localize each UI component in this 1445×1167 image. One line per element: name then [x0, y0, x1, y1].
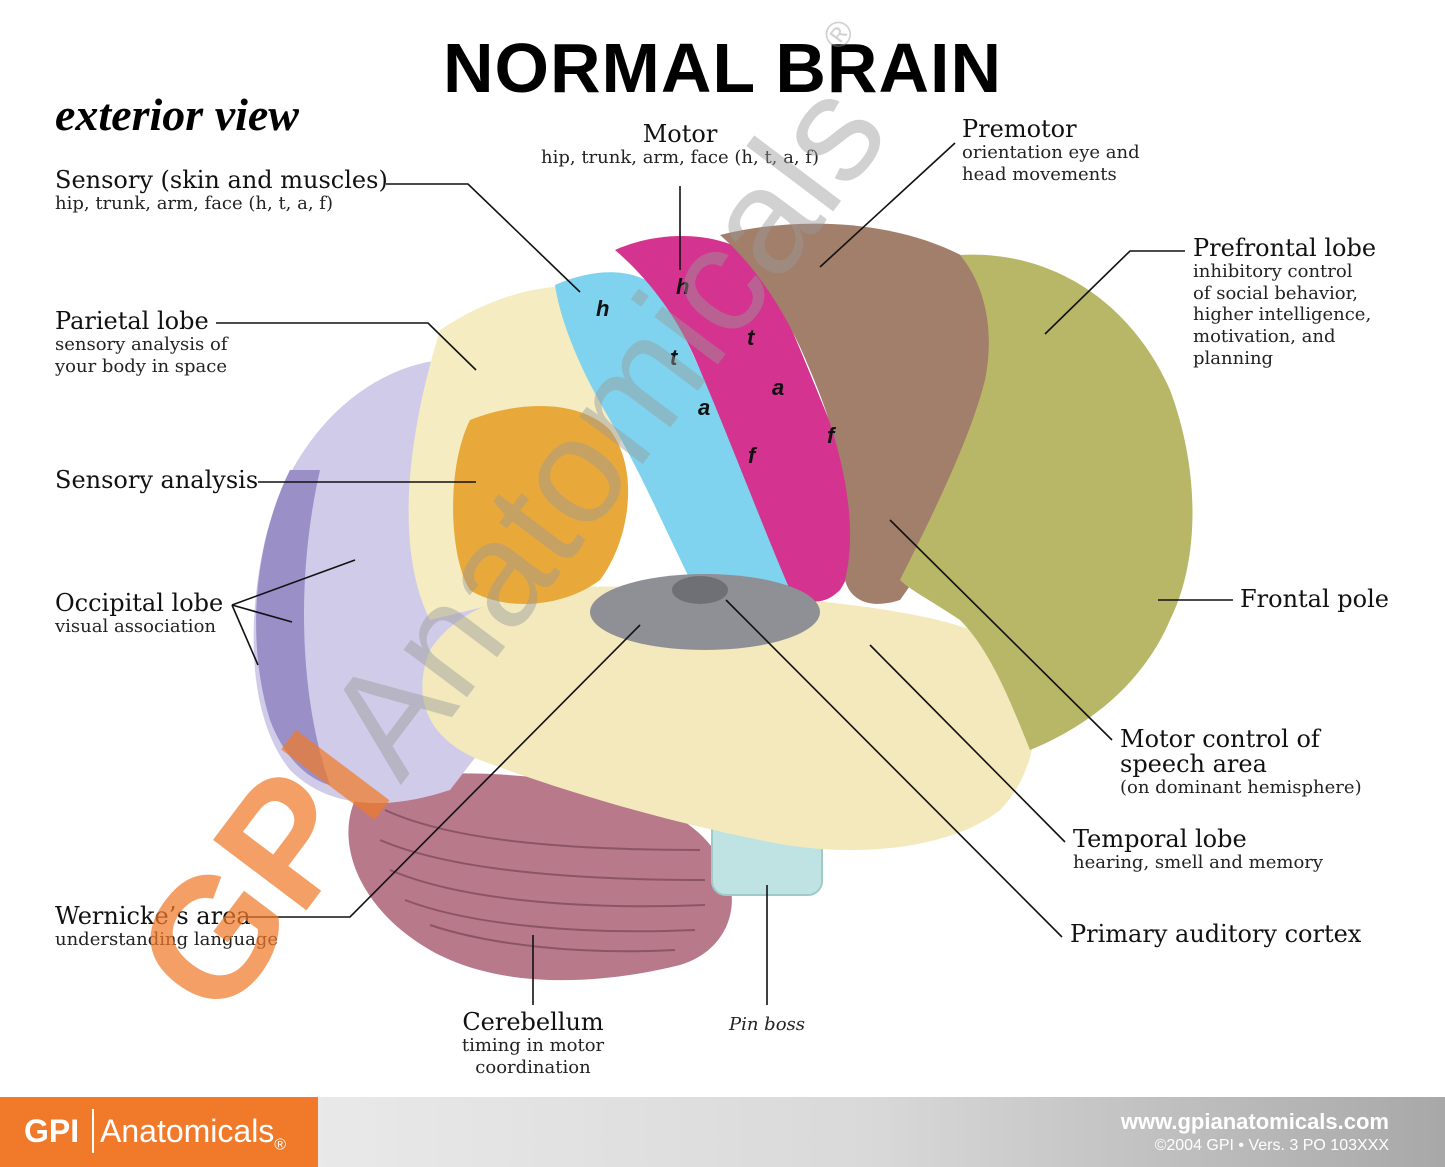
label-premotor-desc1: orientation eye and: [962, 142, 1140, 164]
footer-logo-gpi: GPI: [24, 1113, 80, 1149]
label-prefrontal-desc2: of social behavior,: [1193, 282, 1358, 304]
leader-occipital-a: [231, 559, 356, 606]
leader-wernicke: [248, 624, 641, 918]
label-premotor-title: Premotor: [962, 115, 1077, 143]
label-premotor: Premotor orientation eye and head moveme…: [962, 115, 1140, 185]
label-cerebellum: Cerebellum timing in motor coordination: [433, 1008, 633, 1078]
label-occipital-title: Occipital lobe: [55, 589, 224, 617]
motor-letter-f: f: [827, 423, 837, 448]
label-cerebellum-title: Cerebellum: [462, 1008, 604, 1036]
footer-logo-mark: ®: [274, 1136, 287, 1154]
label-auditory: Primary auditory cortex: [1070, 920, 1362, 948]
sensory-letter-h: h: [596, 296, 609, 321]
label-pin-boss-title: Pin boss: [728, 1014, 806, 1035]
prefrontal-region: [900, 254, 1193, 751]
occipital-pole: [256, 470, 330, 785]
cerebellum-folds: [379, 809, 706, 953]
label-sensory-analysis: Sensory analysis: [55, 466, 259, 494]
label-parietal-desc2: your body in space: [55, 355, 227, 377]
label-motor-speech: Motor control of speech area (on dominan…: [1120, 725, 1362, 799]
label-occipital: Occipital lobe visual association: [55, 589, 224, 638]
leader-sensory: [386, 183, 581, 293]
label-motor-title: Motor: [642, 120, 718, 148]
premotor-region: [720, 223, 994, 604]
label-motor-speech-desc: (on dominant hemisphere): [1120, 777, 1362, 799]
footer-logo: GPI Anatomicals®: [0, 1097, 318, 1167]
label-motor: Motor hip, trunk, arm, face (h, t, a, f): [520, 120, 840, 169]
motor-letter-h: h: [676, 274, 689, 299]
label-prefrontal-desc4: motivation, and: [1193, 325, 1336, 347]
label-sensory-desc: hip, trunk, arm, face (h, t, a, f): [55, 193, 333, 215]
sensory-analysis-region: [453, 406, 629, 604]
label-wernicke-title: Wernicke’s area: [55, 902, 251, 930]
temporal-region: [422, 586, 1036, 850]
label-prefrontal-desc1: inhibitory control: [1193, 261, 1353, 283]
label-auditory-title: Primary auditory cortex: [1070, 920, 1362, 948]
label-motor-speech-title1: Motor control of: [1120, 725, 1320, 753]
label-wernicke: Wernicke’s area understanding language: [55, 902, 278, 951]
label-temporal: Temporal lobe hearing, smell and memory: [1073, 825, 1324, 874]
label-wernicke-desc: understanding language: [55, 929, 278, 951]
label-sensory-analysis-title: Sensory analysis: [55, 466, 259, 494]
leader-premotor: [819, 142, 956, 268]
leader-auditory: [725, 599, 1063, 938]
label-occipital-desc: visual association: [55, 616, 216, 638]
sensory-strip-region: [555, 272, 799, 624]
label-temporal-title: Temporal lobe: [1073, 825, 1247, 853]
auditory-cortex-region: [672, 576, 728, 604]
motor-letter-t: t: [747, 325, 756, 350]
label-parietal-title: Parietal lobe: [55, 307, 209, 335]
label-prefrontal-desc5: planning: [1193, 347, 1274, 369]
leader-parietal: [216, 322, 477, 371]
footer-url[interactable]: www.gpianatomicals.com: [1120, 1109, 1389, 1134]
page-subtitle: exterior view: [55, 89, 299, 140]
leader-temporal: [869, 644, 1066, 843]
label-prefrontal: Prefrontal lobe inhibitory control of so…: [1193, 234, 1377, 369]
label-prefrontal-desc3: higher intelligence,: [1193, 304, 1372, 326]
label-premotor-desc2: head movements: [962, 163, 1117, 185]
sensory-letter-t: t: [670, 345, 679, 370]
brain-diagram: h t a f h t a f: [216, 142, 1233, 1005]
motor-strip-region: [615, 236, 859, 602]
label-parietal: Parietal lobe sensory analysis of your b…: [55, 307, 228, 377]
leader-prefrontal: [1044, 250, 1185, 335]
leader-motor-speech: [889, 519, 1113, 741]
footer-logo-divider: [92, 1109, 94, 1153]
footer-logo-name: Anatomicals®: [100, 1113, 286, 1154]
label-sensory: Sensory (skin and muscles) hip, trunk, a…: [55, 166, 388, 215]
label-sensory-title: Sensory (skin and muscles): [55, 166, 388, 194]
leader-occipital-c: [231, 604, 259, 666]
leader-occipital-b: [231, 604, 293, 623]
sensory-letter-f: f: [748, 443, 758, 468]
label-frontal-pole: Frontal pole: [1240, 585, 1389, 613]
page-title: NORMAL BRAIN: [442, 29, 1002, 107]
label-frontal-pole-title: Frontal pole: [1240, 585, 1389, 613]
label-prefrontal-title: Prefrontal lobe: [1193, 234, 1377, 262]
label-motor-speech-title2: speech area: [1120, 750, 1267, 779]
leader-lines: [216, 142, 1233, 1005]
sensory-letter-a: a: [698, 395, 710, 420]
footer: GPI Anatomicals® www.gpianatomicals.com …: [0, 1097, 1445, 1167]
label-motor-desc: hip, trunk, arm, face (h, t, a, f): [541, 147, 819, 169]
motor-letter-a: a: [772, 375, 784, 400]
wernicke-region: [590, 574, 820, 650]
label-parietal-desc1: sensory analysis of: [55, 334, 228, 356]
label-temporal-desc: hearing, smell and memory: [1073, 852, 1324, 874]
label-cerebellum-desc2: coordination: [475, 1056, 591, 1078]
label-cerebellum-desc1: timing in motor: [461, 1035, 605, 1057]
footer-copyright: ©2004 GPI • Vers. 3 PO 103XXX: [1154, 1137, 1389, 1154]
footer-logo-name-text: Anatomicals: [100, 1113, 275, 1149]
label-pin-boss: Pin boss: [697, 1014, 837, 1036]
